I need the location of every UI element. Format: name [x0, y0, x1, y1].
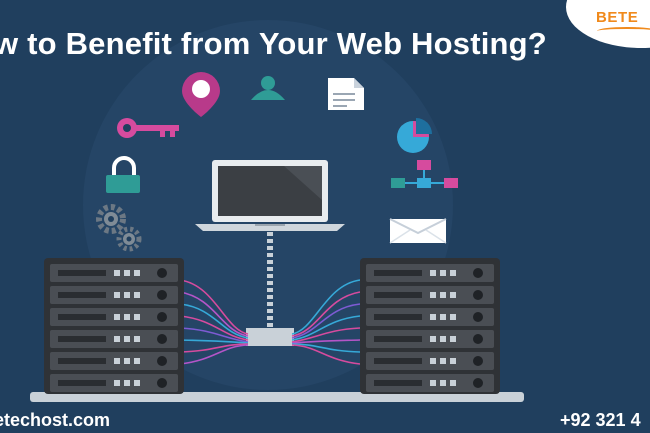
laptop-icon [195, 160, 345, 231]
server-unit [50, 264, 178, 282]
brand-logo-text: BETE [596, 9, 639, 26]
server-unit [366, 264, 494, 282]
location-pin-icon [182, 72, 220, 117]
server-unit [50, 308, 178, 326]
server-rack-icon [360, 258, 500, 394]
ground-shelf [30, 392, 524, 402]
network-hierarchy-icon [391, 160, 458, 188]
server-unit [366, 330, 494, 348]
server-unit [50, 330, 178, 348]
brand-logo-swoosh [597, 27, 650, 35]
network-cables [179, 279, 361, 365]
gears-icon [96, 204, 142, 252]
server-unit [366, 286, 494, 304]
pie-chart-icon [397, 118, 432, 153]
user-icon [251, 76, 285, 100]
server-unit [366, 308, 494, 326]
server-unit [50, 286, 178, 304]
document-icon [328, 78, 364, 110]
banner-title: w to Benefit from Your Web Hosting? [0, 26, 547, 61]
padlock-icon [106, 156, 140, 193]
server-unit [366, 352, 494, 370]
server-unit [50, 352, 178, 370]
server-unit [366, 374, 494, 392]
envelope-icon [389, 218, 447, 244]
server-rack-icon [44, 258, 184, 394]
key-icon [117, 118, 179, 138]
laptop-uplink [246, 232, 294, 346]
website-url[interactable]: etechost.com [0, 410, 111, 430]
phone-number[interactable]: +92 321 4 [560, 410, 641, 430]
server-unit [50, 374, 178, 392]
